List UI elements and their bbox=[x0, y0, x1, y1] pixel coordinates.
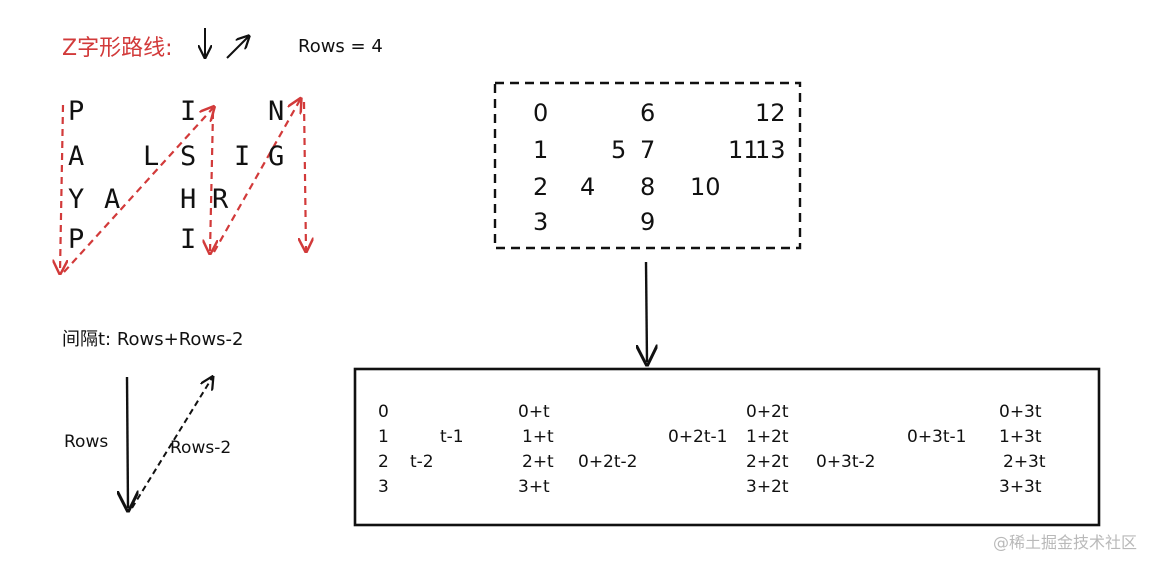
interval-up-arrow-icon bbox=[131, 378, 212, 509]
index-value: 0 bbox=[533, 99, 549, 127]
formula-value: 0+3t bbox=[999, 402, 1042, 422]
formula-value: 1 bbox=[378, 427, 389, 447]
zigzag-letter: Y bbox=[68, 184, 85, 215]
index-value: 11 bbox=[728, 136, 759, 164]
formula-value: 1+2t bbox=[746, 427, 789, 447]
zigzag-letter: H bbox=[180, 184, 197, 215]
index-box-border bbox=[493, 81, 802, 250]
formula-value: 3 bbox=[378, 477, 389, 497]
zigzag-path bbox=[60, 100, 306, 272]
index-value: 3 bbox=[533, 208, 549, 236]
formula-value: t-1 bbox=[440, 427, 464, 447]
index-value: 10 bbox=[690, 173, 721, 201]
interval-label: 间隔t: Rows+Rows-2 bbox=[62, 329, 244, 350]
index-value: 5 bbox=[611, 136, 627, 164]
formula-value: 2 bbox=[378, 452, 389, 472]
formula-value: 2+3t bbox=[1003, 452, 1046, 472]
formula-value: 1+t bbox=[522, 427, 554, 447]
formula-value: 0+2t bbox=[746, 402, 789, 422]
zigzag-letter: G bbox=[268, 141, 285, 172]
zigzag-segment-up-2 bbox=[213, 100, 300, 253]
index-value: 9 bbox=[640, 208, 656, 236]
index-value: 1 bbox=[533, 136, 549, 164]
zigzag-title: Z字形路线: bbox=[62, 36, 173, 61]
title-arrow-upright-icon bbox=[226, 37, 248, 59]
zigzag-segment-up-1 bbox=[63, 108, 213, 273]
index-value: 7 bbox=[640, 136, 656, 164]
interval-down-arrow-icon bbox=[127, 376, 128, 508]
zigzag-letter: I bbox=[180, 96, 197, 127]
formula-value: 3+3t bbox=[999, 477, 1042, 497]
formula-value: 0+3t-1 bbox=[907, 427, 967, 447]
formula-value: 0+3t-2 bbox=[816, 452, 876, 472]
formula-value: 1+3t bbox=[999, 427, 1042, 447]
formula-value: 2+t bbox=[522, 452, 554, 472]
formula-value: 0 bbox=[378, 402, 389, 422]
interval-down-label: Rows bbox=[64, 432, 109, 452]
zigzag-segment-down-3 bbox=[304, 101, 306, 250]
formula-value: 0+t bbox=[518, 402, 550, 422]
index-value: 12 bbox=[755, 99, 786, 127]
zigzag-letter: R bbox=[212, 184, 229, 215]
formula-value: 0+2t-1 bbox=[668, 427, 728, 447]
formula-value: t-2 bbox=[410, 452, 434, 472]
formula-value: 3+t bbox=[518, 477, 550, 497]
index-value: 6 bbox=[640, 99, 656, 127]
zigzag-letter: P bbox=[68, 96, 85, 127]
formula-box-border bbox=[353, 367, 1101, 527]
zigzag-letter: I bbox=[234, 141, 251, 172]
zigzag-letter: L bbox=[143, 141, 160, 172]
index-value: 8 bbox=[640, 173, 656, 201]
formula-value: 2+2t bbox=[746, 452, 789, 472]
formula-value: 0+2t-2 bbox=[578, 452, 638, 472]
index-value: 2 bbox=[533, 173, 549, 201]
index-value: 13 bbox=[755, 136, 786, 164]
formula-value: 3+2t bbox=[746, 477, 789, 497]
zigzag-letter: N bbox=[268, 96, 285, 127]
zigzag-letter: S bbox=[180, 141, 197, 172]
index-value: 4 bbox=[580, 173, 596, 201]
interval-up-label: Rows-2 bbox=[170, 438, 232, 458]
zigzag-letter: I bbox=[180, 224, 197, 255]
zigzag-letter: A bbox=[104, 184, 121, 215]
transition-arrow-icon bbox=[646, 261, 647, 362]
zigzag-segment-down-2 bbox=[210, 111, 213, 252]
zigzag-letter: A bbox=[68, 141, 85, 172]
zigzag-segment-down-1 bbox=[60, 104, 63, 272]
rows-label: Rows = 4 bbox=[298, 36, 383, 57]
zigzag-letter: P bbox=[68, 224, 85, 255]
watermark: @稀土掘金技术社区 bbox=[993, 533, 1138, 552]
